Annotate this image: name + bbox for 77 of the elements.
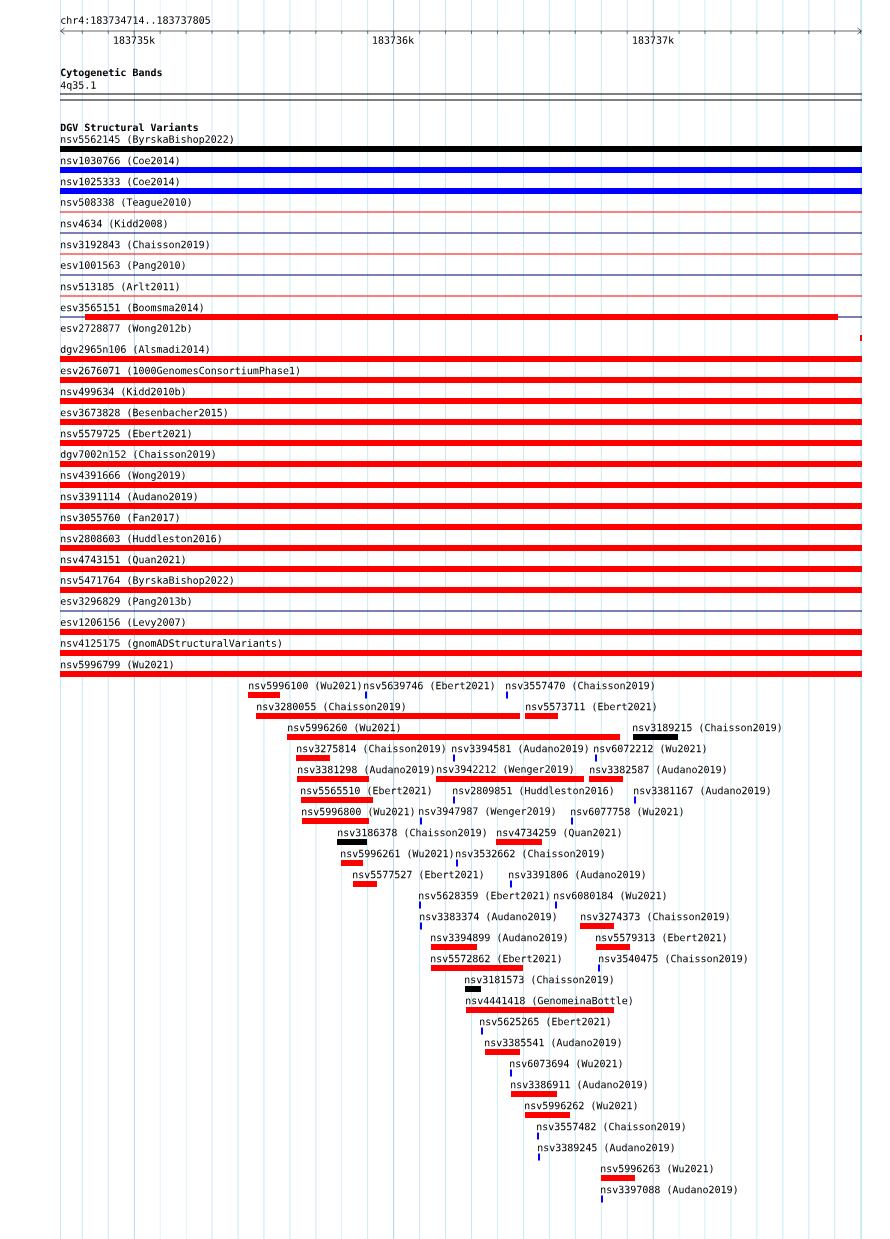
tick-label: 183736k (373, 36, 414, 44)
variant-label: esv2728877 (Wong2012b) (60, 324, 191, 334)
variant-label: nsv5996100 (Wu2021) (249, 681, 361, 691)
variant-label: nsv5573711 (Ebert2021) (526, 702, 656, 712)
variant-label: nsv5579313 (Ebert2021) (596, 933, 726, 943)
variant-label: nsv3280055 (Chaisson2019) (257, 702, 405, 712)
variant-label: nsv3055760 (Fan2017) (61, 513, 179, 523)
variant-label: nsv513185 (Arlt2011) (61, 282, 179, 292)
variant-label: nsv5628359 (Ebert2021) (419, 891, 549, 901)
variant-label: nsv3540475 (Chaisson2019) (599, 954, 747, 964)
variant-label: nsv5996799 (Wu2021) (61, 660, 173, 670)
variant-label: dgv7002n152 (Chaisson2019) (60, 450, 215, 460)
variant-label: nsv3386911 (Audano2019) (511, 1080, 647, 1090)
location-label: chr4:183734714..183737805 (61, 16, 210, 24)
variant-label: nsv1030766 (Coe2014) (61, 156, 179, 166)
variant-label: nsv3394581 (Audano2019) (452, 744, 588, 754)
tick-label: 183737k (633, 36, 674, 44)
variant-label: nsv5471764 (ByrskaBishop2022) (61, 576, 233, 586)
variant-label: nsv3397088 (Audano2019) (601, 1185, 737, 1195)
variant-label: nsv5562145 (ByrskaBishop2022) (61, 135, 233, 145)
tick-label: 183735k (114, 36, 155, 44)
variant-label: nsv4125175 (gnomADStructuralVariants) (61, 639, 281, 649)
variant-label: nsv3186378 (Chaisson2019) (338, 828, 486, 838)
variant-label: nsv4743151 (Quan2021) (61, 555, 185, 565)
variant-label: nsv5996800 (Wu2021) (302, 807, 414, 817)
variant-label: nsv3192843 (Chaisson2019) (61, 240, 209, 250)
variant-label: nsv5996260 (Wu2021) (288, 723, 400, 733)
variant-label: nsv499634 (Kidd2010b) (61, 387, 185, 397)
variant-label: nsv2808603 (Huddleston2016) (61, 534, 221, 544)
variant-label: nsv3391806 (Audano2019) (509, 870, 645, 880)
variant-label: esv3673828 (Besenbacher2015) (60, 408, 227, 418)
variant-label: nsv5996262 (Wu2021) (525, 1101, 637, 1111)
variant-label: nsv3557482 (Chaisson2019) (537, 1122, 685, 1132)
variant-label: nsv5572862 (Ebert2021) (431, 954, 561, 964)
variant-label: esv2676071 (1000GenomesConsortiumPhase1) (60, 366, 299, 376)
variant-label: esv3296829 (Pang2013b) (60, 597, 191, 607)
variant-label: nsv508338 (Teague2010) (61, 198, 191, 208)
variant-label: nsv6080184 (Wu2021) (554, 891, 666, 901)
variant-label: nsv5639746 (Ebert2021) (364, 681, 494, 691)
variant-label: nsv3557470 (Chaisson2019) (506, 681, 654, 691)
variant-label: nsv6072212 (Wu2021) (594, 744, 706, 754)
variant-label: nsv3381298 (Audano2019) (298, 765, 434, 775)
variant-label: nsv3382587 (Audano2019) (590, 765, 726, 775)
variant-label: esv3565151 (Boomsma2014) (60, 303, 203, 313)
variant-label: nsv3385541 (Audano2019) (485, 1038, 621, 1048)
variant-label: nsv5625265 (Ebert2021) (480, 1017, 610, 1027)
variant-label: esv1001563 (Pang2010) (60, 261, 185, 271)
variant-label: nsv3942212 (Wenger2019) (437, 765, 573, 775)
variant-label: nsv6073694 (Wu2021) (510, 1059, 622, 1069)
variant-label: nsv5996263 (Wu2021) (601, 1164, 713, 1174)
variant-label: nsv3391114 (Audano2019) (61, 492, 197, 502)
variant-label: nsv5579725 (Ebert2021) (61, 429, 191, 439)
variant-label: nsv3532662 (Chaisson2019) (456, 849, 604, 859)
variant-label: nsv3275814 (Chaisson2019) (297, 744, 445, 754)
variant-label: nsv3181573 (Chaisson2019) (465, 975, 613, 985)
variant-label: dgv2965n106 (Alsmadi2014) (60, 345, 209, 355)
variant-label: nsv2809851 (Huddleston2016) (453, 786, 613, 796)
variant-label: nsv4634 (Kidd2008) (61, 219, 167, 229)
variant-label: nsv4734259 (Quan2021) (497, 828, 621, 838)
band-label: 4q35.1 (60, 81, 96, 91)
variant-label: nsv4391666 (Wong2019) (61, 471, 185, 481)
track-title: DGV Structural Variants (60, 122, 198, 132)
variant-label: nsv4441418 (GenomeinaBottle) (466, 996, 632, 1006)
variant-label: nsv3381167 (Audano2019) (634, 786, 770, 796)
variant-label: nsv1025333 (Coe2014) (61, 177, 179, 187)
variant-label: nsv5565510 (Ebert2021) (301, 786, 431, 796)
variant-label: esv1206156 (Levy2007) (60, 618, 185, 628)
variant-label: nsv3947987 (Wenger2019) (419, 807, 555, 817)
variant-label: nsv6077758 (Wu2021) (571, 807, 683, 817)
track-title: Cytogenetic Bands (60, 67, 162, 79)
variant-label: nsv5996261 (Wu2021) (341, 849, 453, 859)
variant-label: nsv3274373 (Chaisson2019) (581, 912, 729, 922)
variant-label: nsv3189215 (Chaisson2019) (633, 723, 781, 733)
variant-label: nsv3389245 (Audano2019) (538, 1143, 674, 1153)
variant-label: nsv3383374 (Audano2019) (420, 912, 556, 922)
variant-label: nsv3394899 (Audano2019) (431, 933, 567, 943)
variant-label: nsv5577527 (Ebert2021) (353, 870, 483, 880)
